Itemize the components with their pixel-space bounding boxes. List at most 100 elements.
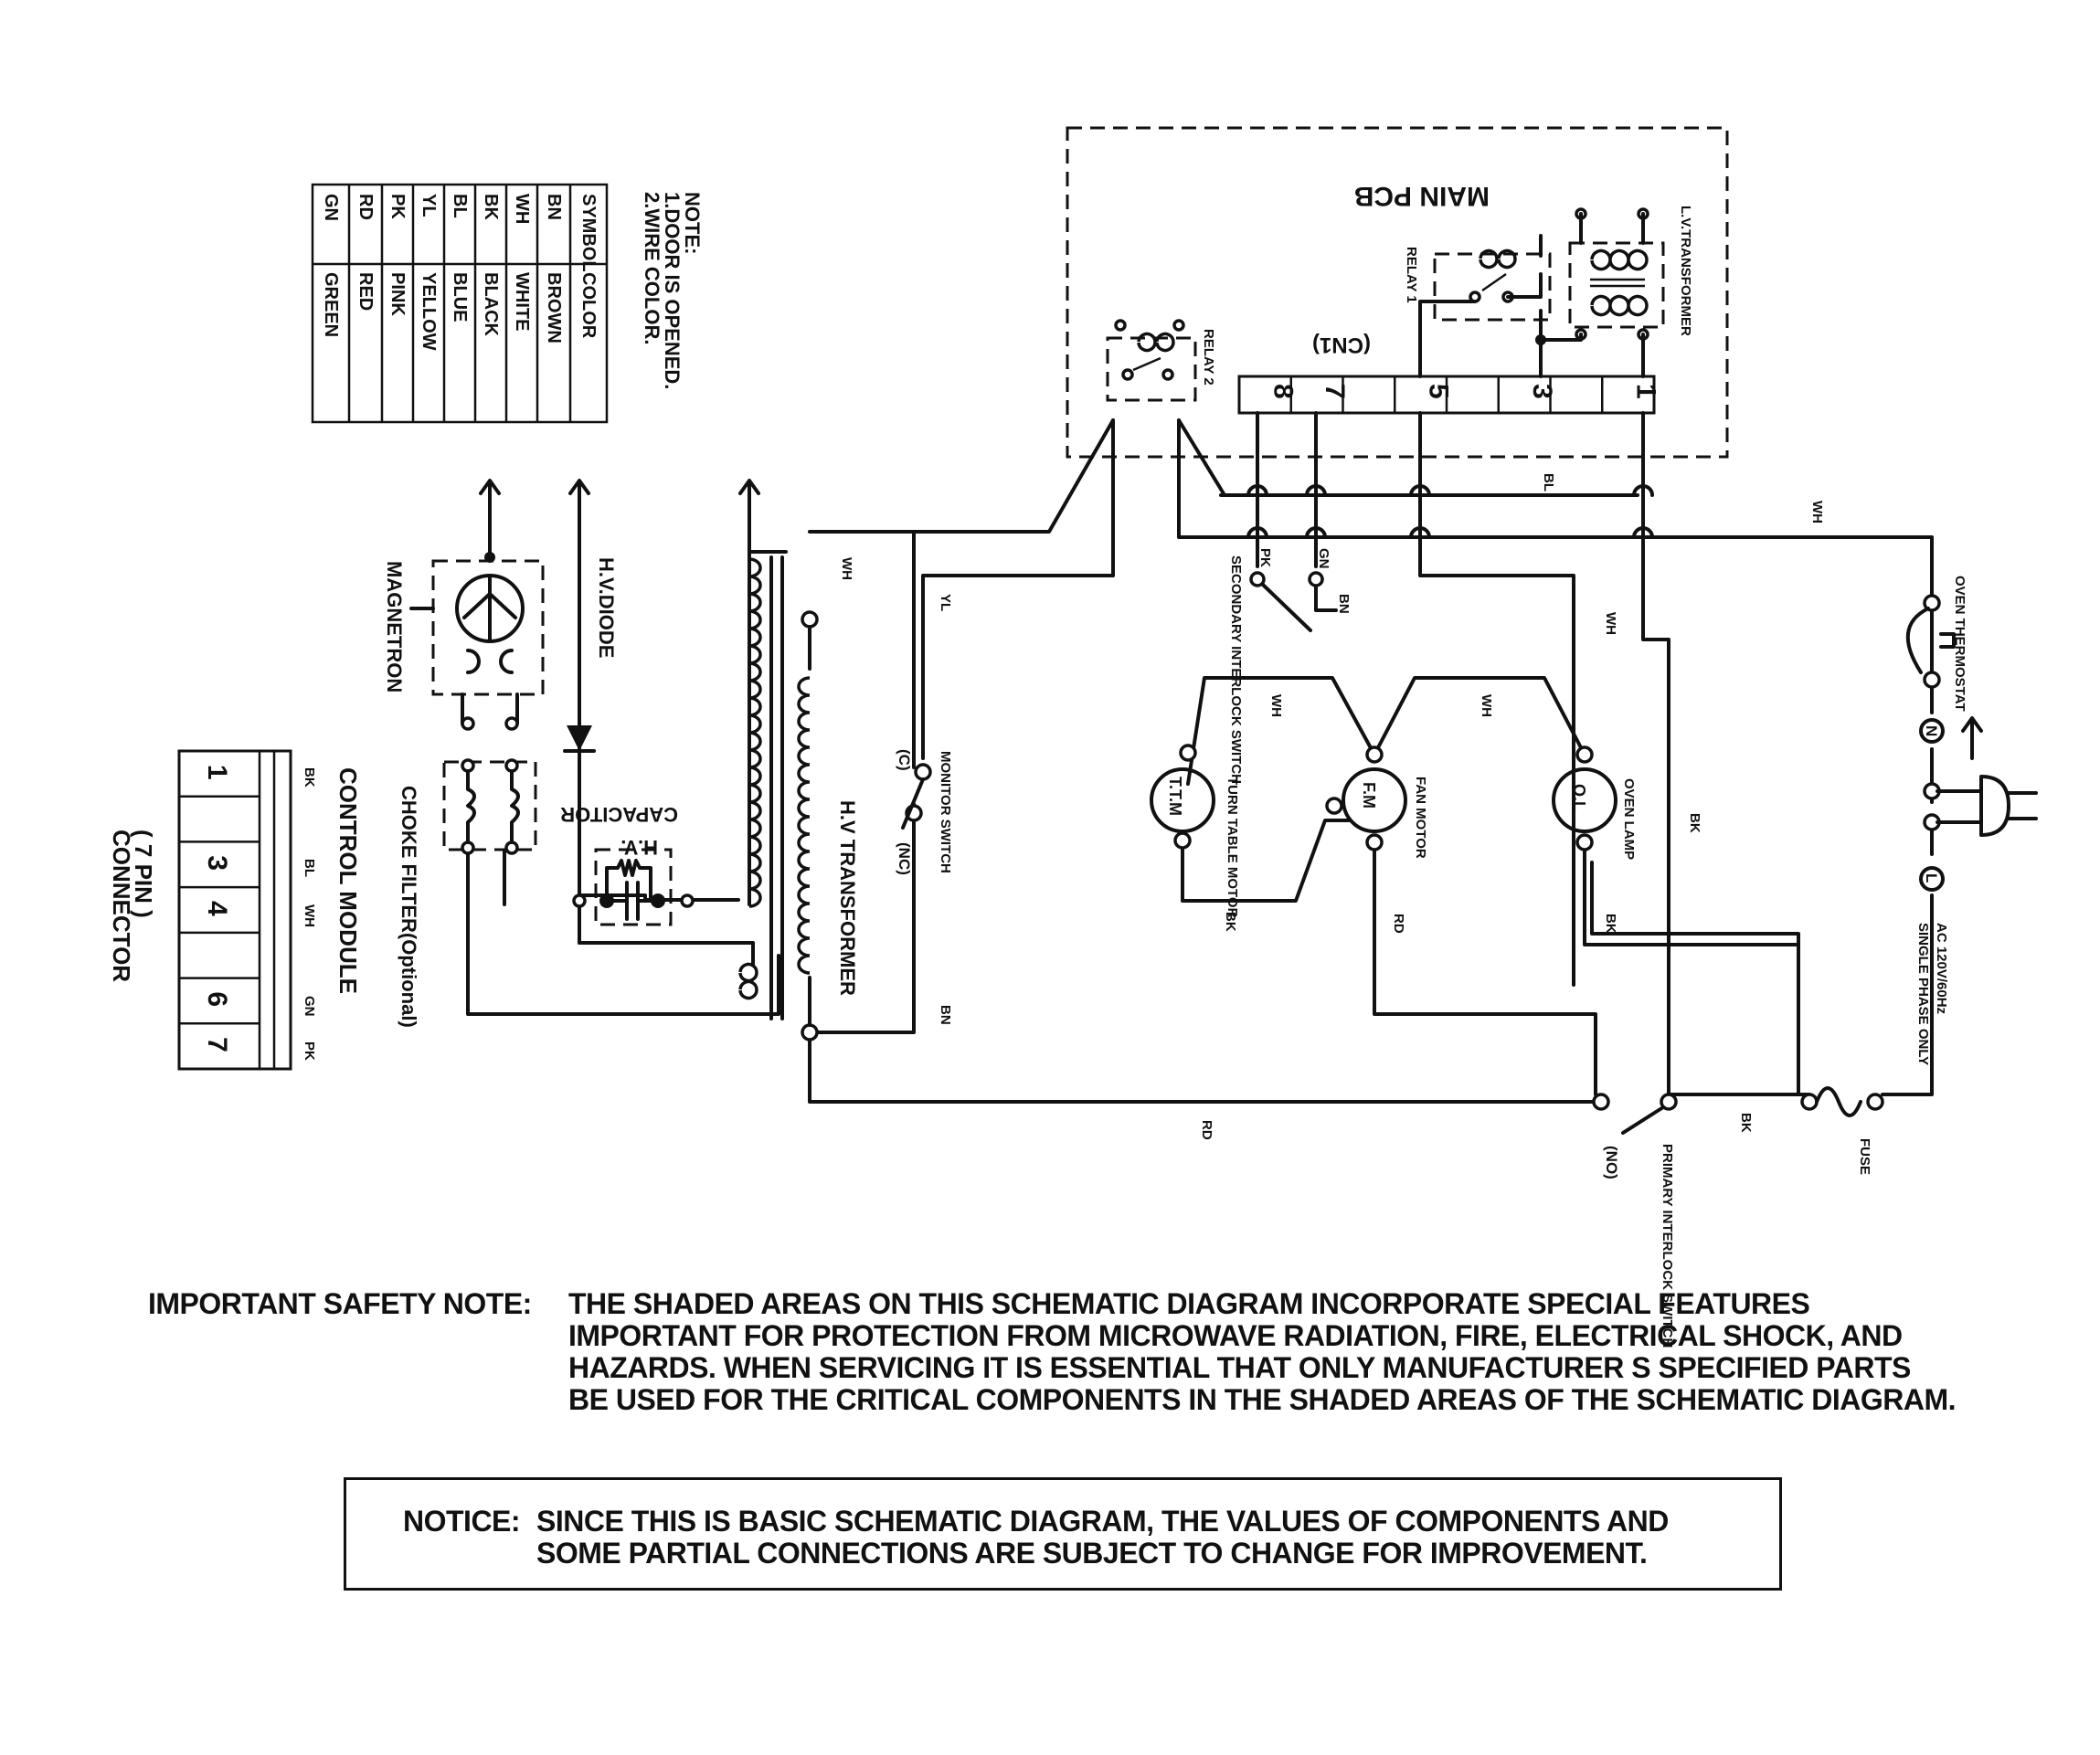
notice-line: SINCE THIS IS BASIC SCHEMATIC DIAGRAM, T… bbox=[536, 1505, 1669, 1538]
hv-primary-winding bbox=[797, 676, 811, 975]
control-module-label: CONTROL MODULE bbox=[334, 767, 362, 994]
connector-wire-label: GN bbox=[302, 996, 317, 1017]
monitor-nc-label: (NC) bbox=[896, 842, 913, 875]
color-table-header-color: COLOR bbox=[578, 272, 599, 339]
hv-capacitor-label-1: H.V. bbox=[620, 836, 658, 859]
primary-interlock-label: PRIMARY INTERLOCK SWITCH bbox=[1660, 1144, 1675, 1348]
power-plug: N L AC 120V/60Hz SINGLE PHASE ONLY bbox=[1915, 718, 2038, 1065]
connector-label-2: CONNECTOR bbox=[108, 830, 135, 982]
wire-label-bk-ol: BK bbox=[1603, 914, 1618, 934]
safety-note-line: BE USED FOR THE CRITICAL COMPONENTS IN T… bbox=[568, 1383, 1957, 1416]
safety-note-line: IMPORTANT FOR PROTECTION FROM MICROWAVE … bbox=[568, 1319, 1903, 1352]
safety-note-body: THE SHADED AREAS ON THIS SCHEMATIC DIAGR… bbox=[568, 1287, 1957, 1416]
notice-line: SOME PARTIAL CONNECTIONS ARE SUBJECT TO … bbox=[536, 1537, 1648, 1570]
relay-2-label: RELAY 2 bbox=[1201, 329, 1216, 386]
hv-secondary-winding bbox=[748, 557, 762, 908]
note-item-2: 2.WIRE COLOR. bbox=[641, 192, 663, 344]
connector-pin-number: 6 bbox=[202, 991, 232, 1007]
wire-color-table: SYMBOLCOLORBNBROWNWHWHITEBKBLACKBLBLUEYL… bbox=[311, 183, 609, 424]
hv-capacitor: H.V. CAPACITOR bbox=[560, 803, 695, 926]
ac-label-2: SINGLE PHASE ONLY bbox=[1915, 923, 1931, 1065]
wire-label-rd-bottom: RD bbox=[1199, 1120, 1214, 1140]
color-table-color: PINK bbox=[387, 272, 408, 316]
lv-transformer-label: L.V.TRANSFORMER bbox=[1678, 206, 1693, 336]
color-table-symbol: PK bbox=[387, 194, 408, 219]
primary-interlock-switch: PRIMARY INTERLOCK SWITCH (NO) bbox=[1592, 1093, 1678, 1348]
connector-wire-label: BL bbox=[302, 859, 317, 877]
secondary-interlock-label: SECONDARY INTERLOCK SWITCH bbox=[1228, 555, 1244, 784]
color-table-color: BLACK bbox=[481, 272, 501, 337]
wire-label-bn: BN bbox=[1336, 594, 1352, 614]
color-table-symbol: YL bbox=[419, 194, 439, 217]
cn1-pin-number: 3 bbox=[1527, 384, 1557, 399]
secondary-interlock-switch: SECONDARY INTERLOCK SWITCH bbox=[1228, 555, 1338, 784]
relay-1-label: RELAY 1 bbox=[1404, 247, 1419, 303]
cn1-pin-number: 1 bbox=[1631, 384, 1661, 399]
note-item-1: 1.DOOR IS OPENED. bbox=[661, 192, 684, 389]
note-title: NOTE: bbox=[681, 192, 704, 254]
wire-label-wh-top: WH bbox=[1809, 501, 1825, 523]
turntable-motor-label: TURN TABLE MOTOR bbox=[1225, 777, 1240, 918]
fan-motor-label: FAN MOTOR bbox=[1413, 777, 1428, 859]
oven-lamp-label: OVEN LAMP bbox=[1621, 778, 1637, 860]
monitor-switch-label: MONITOR SWITCH bbox=[938, 751, 953, 873]
connector-pin-number: 1 bbox=[202, 765, 232, 780]
hv-transformer-label: H.V TRANSFORMER bbox=[836, 800, 859, 996]
primary-no-label: (NO) bbox=[1603, 1146, 1620, 1179]
cn1-label: (CN1) bbox=[1312, 333, 1371, 357]
ttm-label: T.T.M bbox=[1166, 777, 1184, 816]
connector-wire-label: BK bbox=[302, 767, 317, 788]
safety-note-heading: IMPORTANT SAFETY NOTE: bbox=[148, 1287, 532, 1320]
relay-1: RELAY 1 bbox=[1404, 247, 1552, 322]
hv-transformer: H.V TRANSFORMER bbox=[738, 555, 859, 1041]
color-table-symbol: WH bbox=[512, 194, 532, 224]
wire-color-labels: BL WH PK GN BN WH WH WH BK RD BK BK BK R… bbox=[839, 473, 1825, 1140]
oven-lamp: O.L OVEN LAMP bbox=[1552, 745, 1637, 860]
magnetron: MAGNETRON bbox=[383, 552, 545, 725]
hv-diode-label: H.V.DIODE bbox=[595, 557, 618, 658]
notice-box bbox=[344, 1477, 1782, 1591]
color-table-color: RED bbox=[355, 272, 376, 311]
connector-wire-label: WH bbox=[302, 904, 317, 927]
notice-body: SINCE THIS IS BASIC SCHEMATIC DIAGRAM, T… bbox=[536, 1506, 1669, 1570]
color-table-symbol: RD bbox=[355, 194, 376, 220]
choke-filter-label: CHOKE FILTER(Optional) bbox=[398, 786, 420, 1028]
wire-label-bl: BL bbox=[1541, 473, 1556, 492]
fuse-label: FUSE bbox=[1857, 1138, 1872, 1175]
wiring bbox=[466, 411, 1983, 1104]
wire-label-rd-fm: RD bbox=[1391, 914, 1406, 934]
main-pcb: MAIN PCB L.V.TRANSFORMER RELAY 1 bbox=[1066, 126, 1729, 459]
wire-label-bk-ttm: BK bbox=[1223, 912, 1238, 932]
magnetron-label: MAGNETRON bbox=[383, 561, 406, 692]
color-table-symbol: BK bbox=[481, 194, 501, 220]
note-block: NOTE: 1.DOOR IS OPENED. 2.WIRE COLOR. bbox=[641, 192, 704, 389]
safety-note-line: HAZARDS. WHEN SERVICING IT IS ESSENTIAL … bbox=[568, 1351, 1911, 1384]
monitor-switch: MONITOR SWITCH (C) (NC) bbox=[896, 749, 953, 875]
oven-thermostat-label: OVEN THERMOSTAT bbox=[1952, 576, 1967, 712]
color-table-symbol: BN bbox=[544, 194, 564, 220]
oven-thermostat: OVEN THERMOSTAT bbox=[1905, 576, 1967, 712]
cn1-pin-number: 5 bbox=[1424, 384, 1454, 399]
relay-2: RELAY 2 bbox=[1106, 319, 1216, 402]
lv-transformer: L.V.TRANSFORMER bbox=[1568, 206, 1693, 341]
fm-label: F.M bbox=[1360, 782, 1378, 809]
color-table-color: WHITE bbox=[512, 272, 532, 331]
wire-label-bn-hv: BN bbox=[938, 1005, 953, 1025]
monitor-c-label: (C) bbox=[896, 749, 913, 771]
connector-pin-number: 7 bbox=[202, 1037, 232, 1052]
wire-label-wh-fm: WH bbox=[1479, 694, 1494, 717]
wire-label-bk-main: BK bbox=[1687, 813, 1702, 833]
turntable-motor: T.T.M TURN TABLE MOTOR bbox=[1150, 744, 1240, 918]
n-mark: N bbox=[1923, 725, 1940, 736]
hv-capacitor-label-2: CAPACITOR bbox=[560, 803, 678, 826]
ac-label-1: AC 120V/60Hz bbox=[1934, 923, 1949, 1014]
notice-heading: NOTICE: bbox=[403, 1505, 521, 1538]
wire-label-gn: GN bbox=[1316, 548, 1331, 569]
cn1-pin-number: 7 bbox=[1320, 384, 1350, 399]
safety-note-line: THE SHADED AREAS ON THIS SCHEMATIC DIAGR… bbox=[568, 1287, 1810, 1320]
wire-label-wh-hv: WH bbox=[839, 557, 854, 580]
connector-pin-number: 4 bbox=[202, 901, 232, 916]
color-table-color: BLUE bbox=[450, 272, 470, 322]
